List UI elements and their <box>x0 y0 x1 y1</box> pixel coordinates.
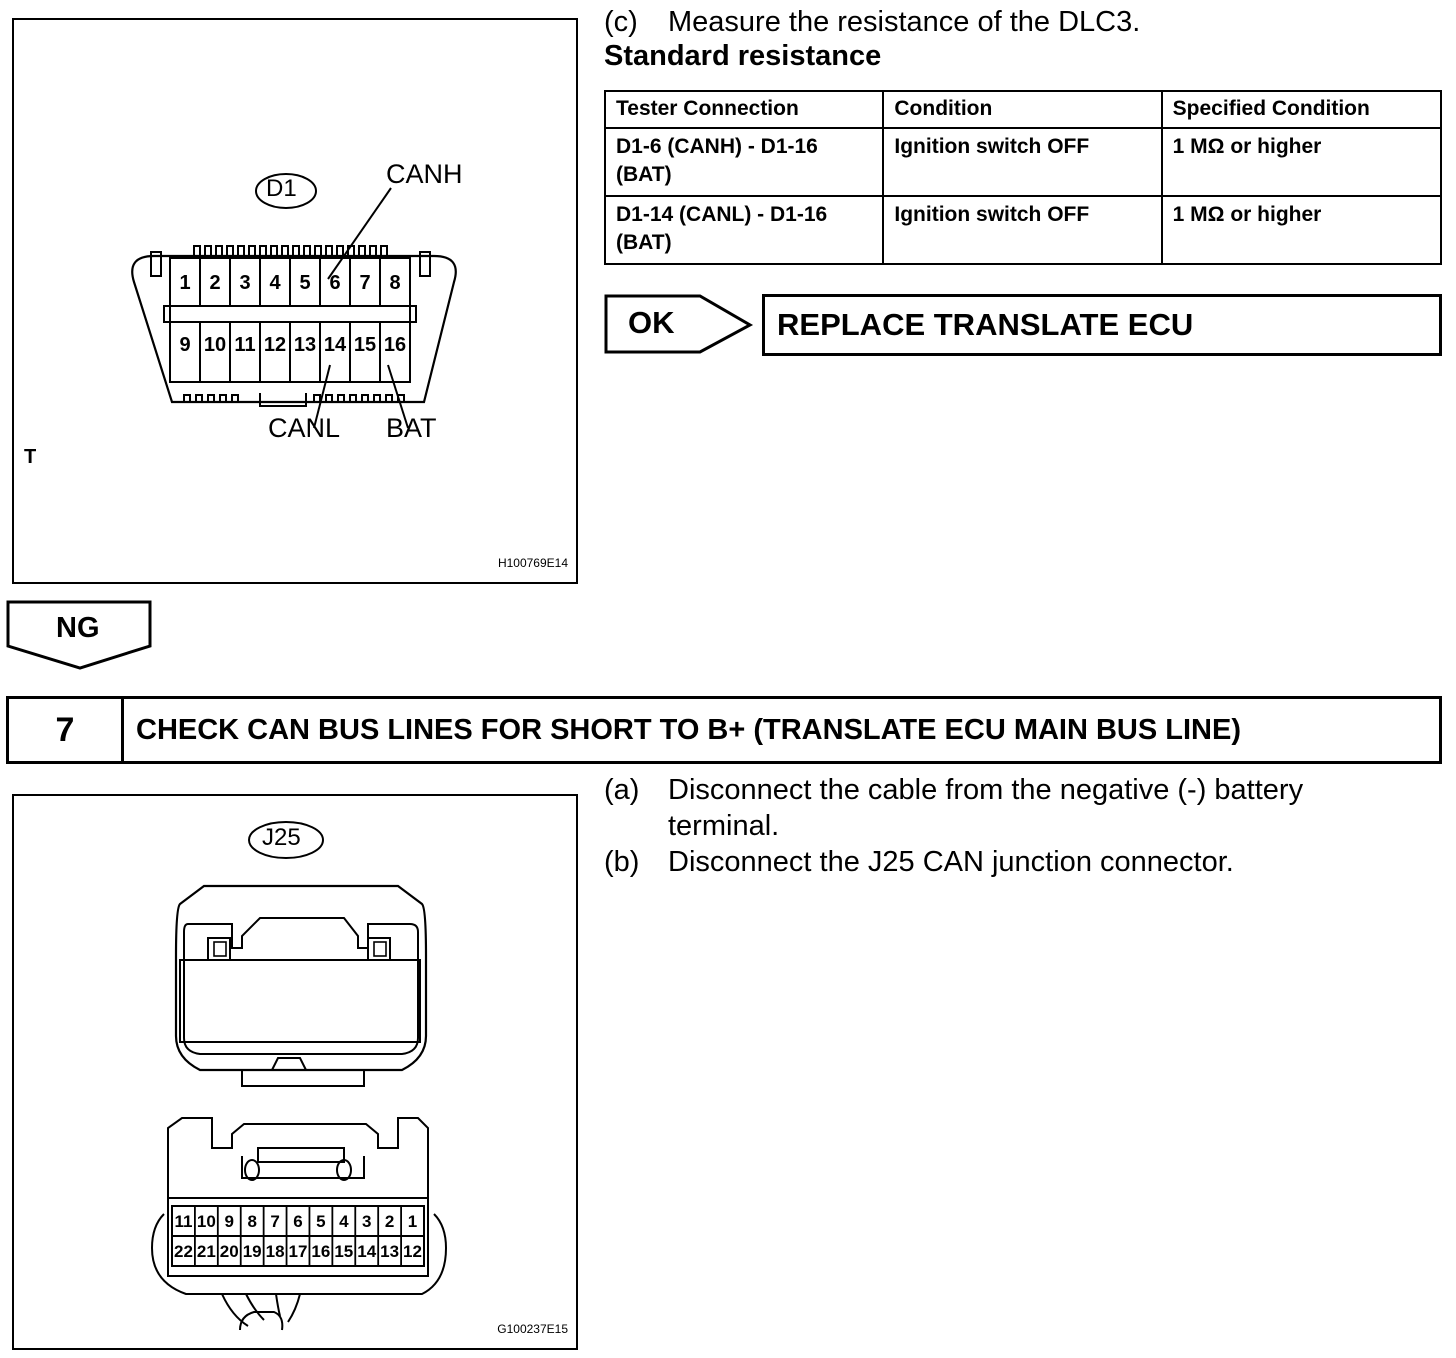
ok-tag: OK <box>628 305 675 340</box>
pin-number: 8 <box>389 272 401 294</box>
resistance-table: Tester Connection Condition Specified Co… <box>603 90 1443 265</box>
ok-arrow-shape <box>604 294 754 354</box>
pin-number: 5 <box>299 272 311 294</box>
pin-number: 5 <box>316 1212 326 1231</box>
pin-number: 2 <box>209 272 221 294</box>
pin-number: 8 <box>247 1212 257 1231</box>
bat-label: BAT <box>386 413 437 443</box>
step-a-text: Disconnect the cable from the negative (… <box>668 774 1304 842</box>
table-cell: D1-14 (CANL) - D1-16 (BAT) <box>603 195 885 265</box>
dlc3-connector-drawing <box>131 173 457 429</box>
table-cell: 1 MΩ or higher <box>1160 127 1443 197</box>
canh-label: CANH <box>386 159 463 189</box>
pin-number: 9 <box>224 1212 234 1231</box>
pin-number: 22 <box>173 1242 193 1261</box>
d1-connector-label: D1 <box>266 175 297 202</box>
pin-number: 11 <box>174 1212 193 1231</box>
step-7-header: 7 CHECK CAN BUS LINES FOR SHORT TO B+ (T… <box>6 696 1442 764</box>
j25-connector-drawing <box>150 821 448 1331</box>
ok-result-box: REPLACE TRANSLATE ECU <box>762 294 1442 356</box>
step-b-marker: (b) <box>604 846 640 878</box>
pin-number: 12 <box>403 1242 422 1261</box>
pin-number: 1 <box>407 1212 418 1231</box>
step-title: CHECK CAN BUS LINES FOR SHORT TO B+ (TRA… <box>136 714 1241 746</box>
pin-number: 3 <box>239 272 251 294</box>
pin-number: 12 <box>263 334 287 356</box>
pin-number: 7 <box>359 272 371 294</box>
pin-number: 15 <box>334 1242 354 1261</box>
ok-result-text: REPLACE TRANSLATE ECU <box>777 307 1194 342</box>
pin-number: 13 <box>380 1242 400 1261</box>
table-cell: 1 MΩ or higher <box>1160 195 1443 265</box>
pin-number: 18 <box>265 1242 285 1261</box>
pin-number: 15 <box>353 334 377 356</box>
step-c-text: Measure the resistance of the DLC3. <box>668 6 1141 38</box>
table-header-row: Tester Connection Condition Specified Co… <box>603 90 1443 129</box>
table-row: D1-14 (CANL) - D1-16 (BAT) Ignition swit… <box>603 195 1443 265</box>
ng-tag: NG <box>56 612 100 644</box>
pin-number: 20 <box>219 1242 239 1261</box>
pin-number: 6 <box>293 1212 303 1231</box>
ng-arrow-shape <box>6 600 152 670</box>
pin-number: 14 <box>323 334 347 356</box>
table-cell: Ignition switch OFF <box>882 127 1163 197</box>
pin-number: 14 <box>357 1242 377 1261</box>
pin-number: 10 <box>203 334 227 356</box>
standard-resistance-heading: Standard resistance <box>604 40 882 72</box>
canl-label: CANL <box>268 413 341 443</box>
pin-number: 11 <box>234 334 256 356</box>
pin-number: 4 <box>339 1212 349 1231</box>
pin-number: 1 <box>179 272 191 294</box>
step-a-marker: (a) <box>604 774 640 806</box>
pin-number: 3 <box>361 1212 372 1231</box>
pin-number: 4 <box>269 272 281 294</box>
step-number: 7 <box>9 699 124 761</box>
table-cell: Ignition switch OFF <box>882 195 1163 265</box>
pin-number: 10 <box>196 1212 216 1231</box>
pin-number: 21 <box>196 1242 216 1261</box>
table-header: Condition <box>882 90 1163 129</box>
step-b-text: Disconnect the J25 CAN junction connecto… <box>668 846 1234 878</box>
pin-number: 16 <box>311 1242 331 1261</box>
pin-number: 7 <box>270 1212 280 1231</box>
pin-number: 13 <box>293 334 317 356</box>
table-header: Specified Condition <box>1160 90 1443 129</box>
table-header: Tester Connection <box>603 90 885 129</box>
corner-mark: T <box>24 446 37 468</box>
table-row: D1-6 (CANH) - D1-16 (BAT) Ignition switc… <box>603 127 1443 197</box>
j25-connector-label: J25 <box>262 824 301 851</box>
table-cell: D1-6 (CANH) - D1-16 (BAT) <box>603 127 885 197</box>
pin-number: 9 <box>179 334 191 356</box>
pin-number: 17 <box>288 1242 308 1261</box>
figure-code: H100769E14 <box>497 556 568 570</box>
dlc3-pin-row-bottom: 9 10 11 12 13 14 15 16 <box>170 330 410 360</box>
pin-number: 16 <box>383 334 407 356</box>
step-c-marker: (c) <box>604 6 638 38</box>
figure-code: G100237E15 <box>497 1322 568 1336</box>
pin-number: 6 <box>329 272 341 294</box>
pin-number: 2 <box>384 1212 395 1231</box>
pin-number: 19 <box>242 1242 262 1261</box>
